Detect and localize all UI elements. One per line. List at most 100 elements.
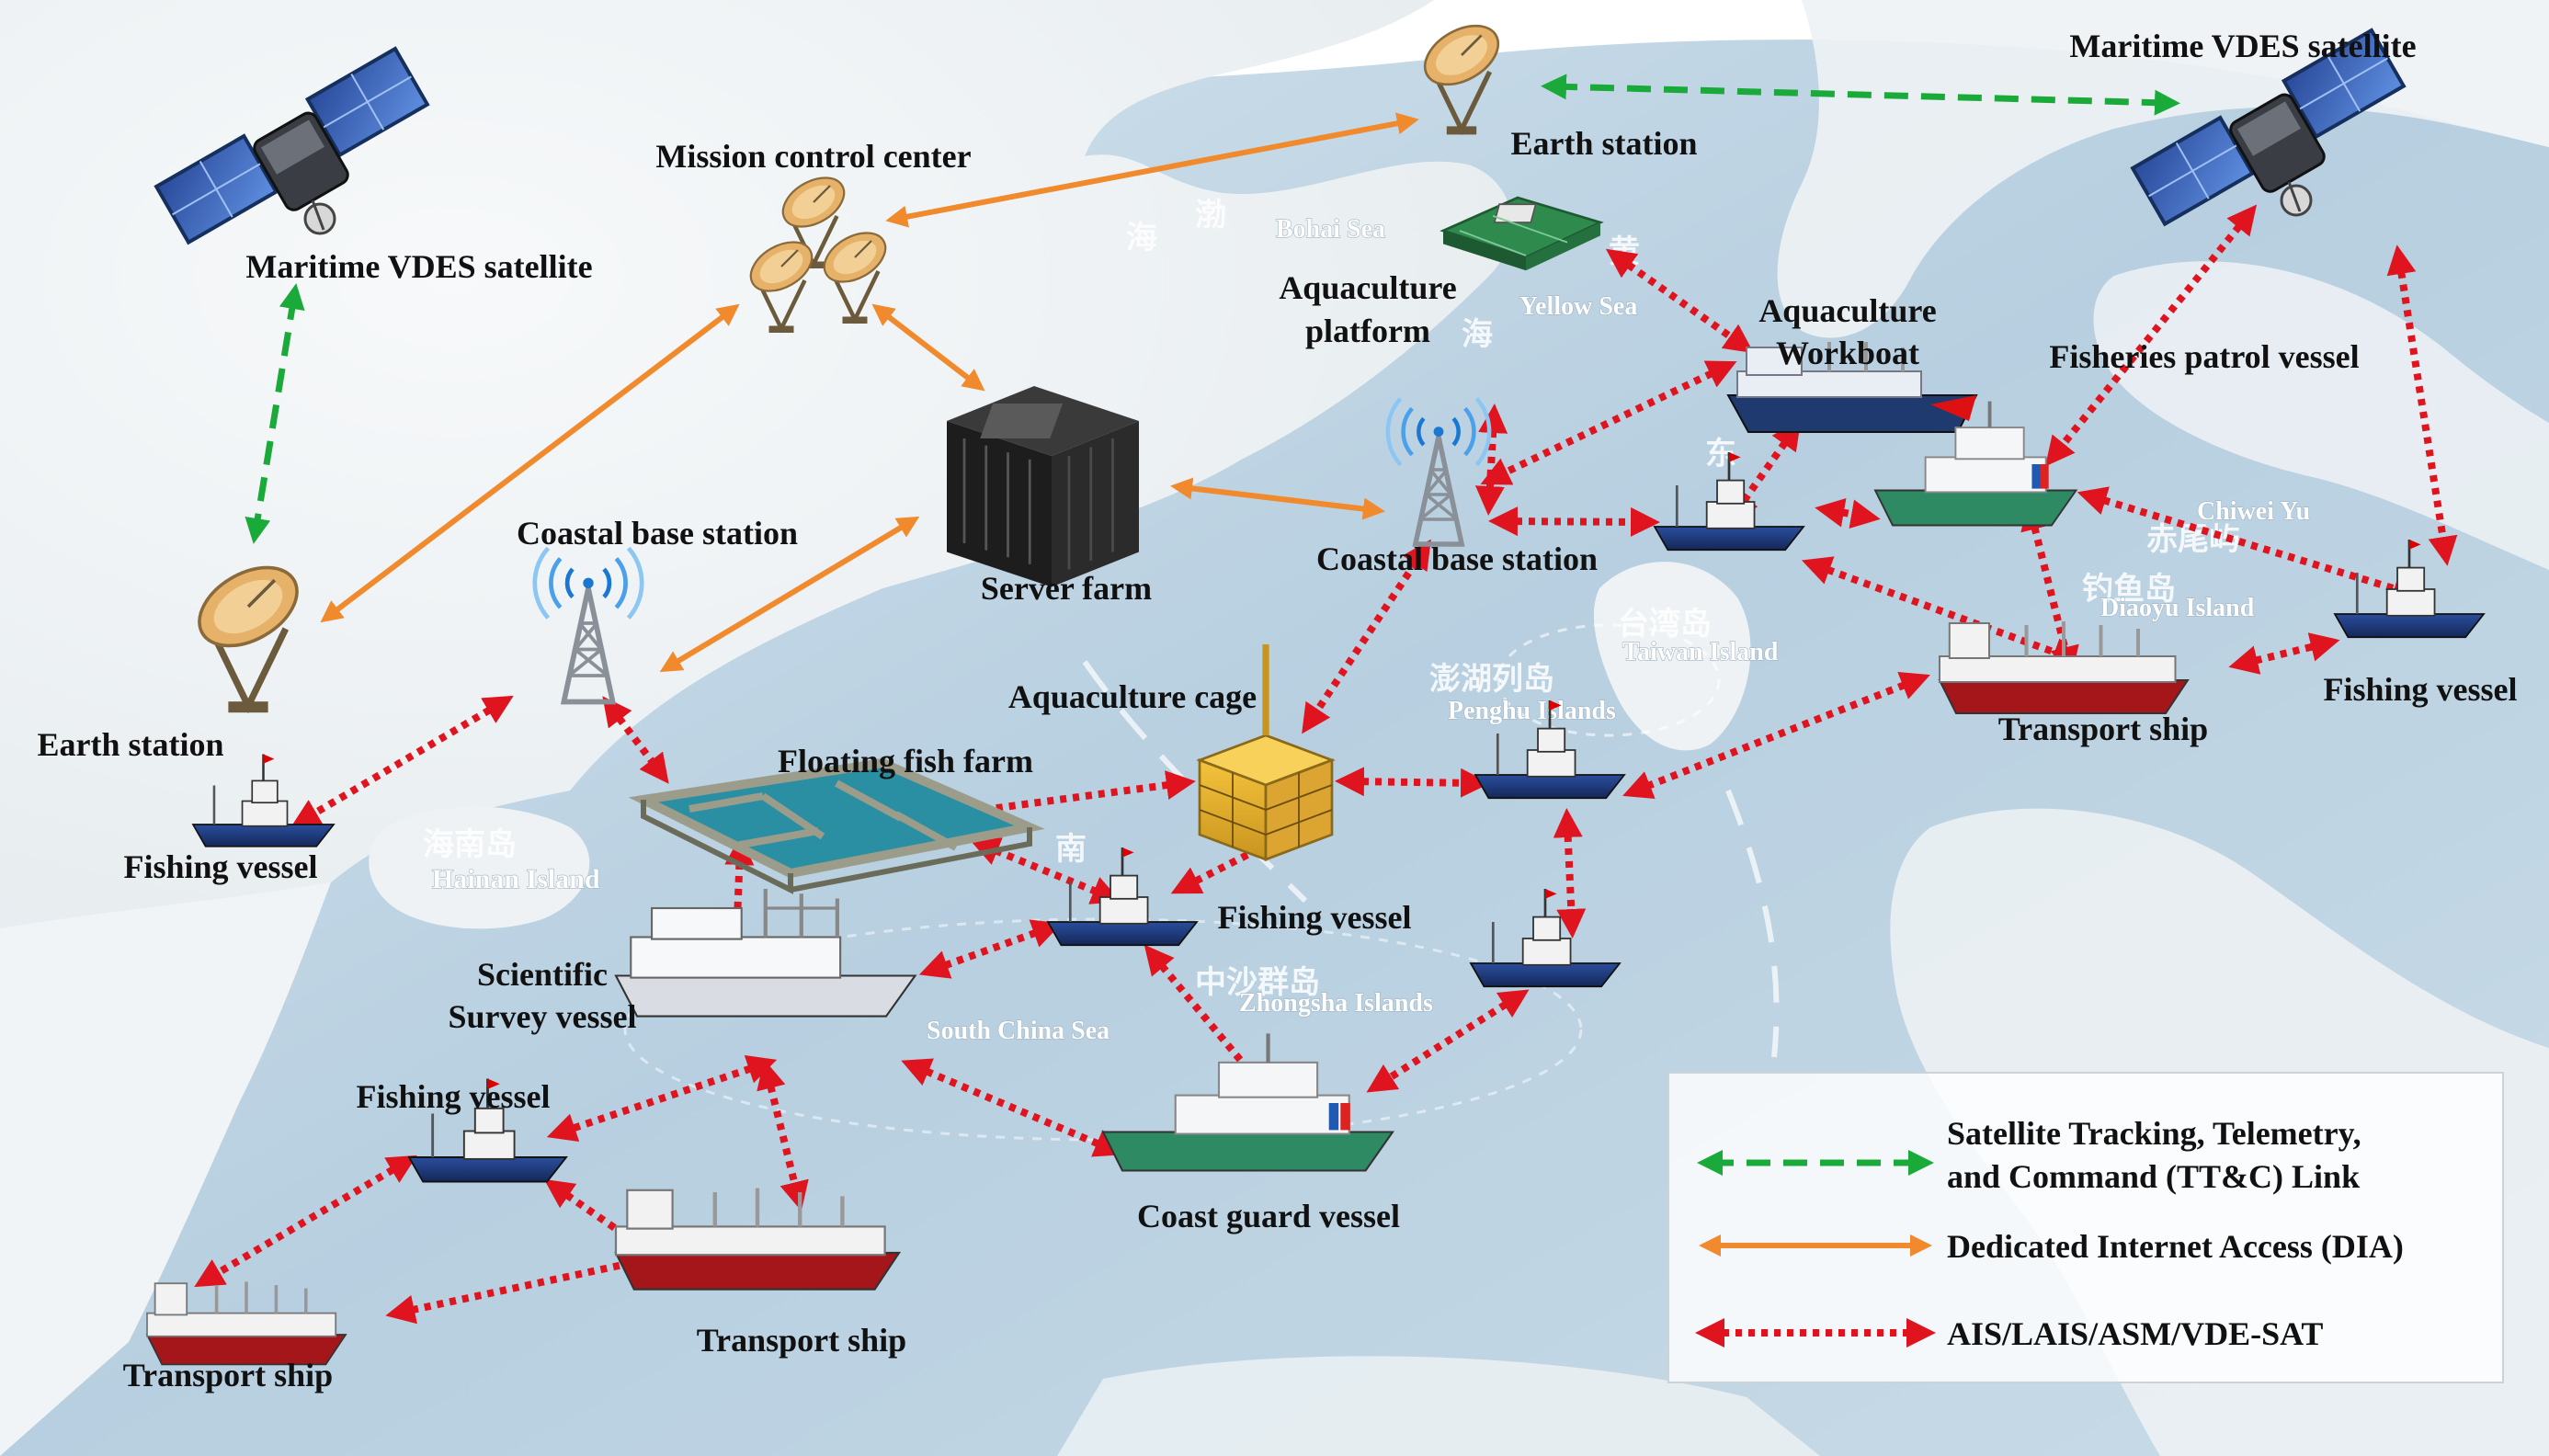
hainan-cn: 海南岛 [423, 826, 517, 863]
satellite-left-icon [154, 46, 430, 245]
yellow-cn-1: 黄 [1609, 233, 1640, 270]
floating-fish-farm-icon [628, 757, 1045, 894]
label-fishing-vessel-bottom: Fishing vessel [356, 1078, 550, 1115]
fishing-vessel-penghu-icon [1474, 700, 1626, 800]
coast-guard-icon [1101, 1033, 1395, 1172]
ais-28 [757, 1059, 809, 1211]
fishing-vessel-zhongsha-icon [1469, 888, 1622, 988]
ttc-link-left [245, 283, 305, 544]
ais-6 [1728, 419, 1802, 523]
legend-ttc-1: Satellite Tracking, Telemetry, [1947, 1115, 2361, 1152]
label-aquaculture-workboat-1: Aquaculture [1758, 292, 1936, 329]
ais-18 [1335, 767, 1490, 798]
label-transport-ship-bottom-center: Transport ship [697, 1322, 906, 1359]
penghu-cn: 澎湖列岛 [1429, 661, 1554, 698]
label-fishing-vessel-right: Fishing vessel [2323, 671, 2517, 708]
ais-27 [546, 1054, 778, 1143]
label-floating-fish-farm: Floating fish farm [778, 743, 1033, 779]
label-vdes-sat-right: Maritime VDES satellite [2069, 28, 2416, 64]
label-coastal-base-right: Coastal base station [1316, 540, 1598, 577]
transport-ship-bottom-center-icon [614, 1188, 902, 1291]
ais-25 [1366, 989, 1530, 1093]
label-server-farm: Server farm [981, 570, 1152, 607]
fishing-vessel-center-icon [1046, 847, 1199, 947]
legend: Satellite Tracking, Telemetry, and Comma… [1667, 1072, 2504, 1383]
fishing-vessel-left-icon [191, 754, 336, 847]
label-coastal-base-left: Coastal base station [517, 515, 798, 552]
ais-26 [901, 1058, 1124, 1157]
ais-8 [1815, 497, 1881, 529]
fishing-vessel-bottom-icon [407, 1078, 568, 1183]
label-fishing-vessel-left: Fishing vessel [123, 848, 317, 885]
south-china-sea-label: South China Sea [927, 1017, 1109, 1045]
earth-station-left-icon [198, 565, 299, 714]
fishing-vessel-right-icon [2333, 539, 2486, 639]
node-labels: Maritime VDES satellite Maritime VDES sa… [37, 28, 2517, 1393]
bohai-sea-label: Bohai Sea [1276, 215, 1385, 244]
aquaculture-cage-icon [1196, 643, 1336, 861]
label-mission-control: Mission control center [655, 138, 971, 175]
taiwan-cn: 台湾岛 [1618, 606, 1712, 643]
dia-mission-earthtop [885, 112, 1419, 228]
transport-ship-right-icon [1938, 621, 2190, 714]
ais-24 [1144, 944, 1269, 1095]
ais-16 [1302, 539, 1431, 734]
icons-layer [145, 24, 2486, 1366]
dia-mission-server [871, 303, 985, 392]
label-fishing-vessel-center: Fishing vessel [1217, 899, 1411, 936]
ais-11 [2077, 486, 2423, 603]
south-cn: 南 [1055, 831, 1087, 868]
dia-mission-earthleft [320, 303, 740, 623]
label-transport-ship-bottom-left: Transport ship [123, 1357, 333, 1393]
mission-dish-1-icon [781, 176, 846, 269]
ais-5 [1480, 360, 1737, 485]
ais-7 [1488, 506, 1660, 537]
label-coast-guard: Coast guard vessel [1137, 1198, 1400, 1234]
label-aquaculture-workboat-2: Workboat [1776, 335, 1919, 371]
ttc-link-top [1541, 74, 2180, 116]
ais-14 [2228, 632, 2340, 675]
label-vdes-sat-left: Maritime VDES satellite [245, 248, 592, 285]
yellow-sea-label: Yellow Sea [1519, 292, 1637, 321]
coastal-tower-right-icon [1385, 397, 1492, 547]
dia-server-coastleft [659, 516, 920, 673]
satellite-right-icon [2130, 28, 2407, 227]
scientific-survey-icon [614, 889, 917, 1018]
ais-2 [602, 696, 669, 784]
label-aquaculture-cage: Aquaculture cage [1008, 678, 1257, 715]
diaoyu-island-label: Diaoyu Island [2100, 594, 2255, 622]
aquaculture-platform-icon [1440, 196, 1604, 271]
fishing-vessel-taiwan-icon [1653, 451, 1805, 552]
ais-10 [2386, 245, 2458, 566]
earth-station-top-icon [1423, 24, 1500, 136]
legend-dia: Dedicated Internet Access (DIA) [1947, 1228, 2404, 1265]
label-scientific-survey-2: Survey vessel [449, 998, 637, 1035]
mission-dish-2-icon [749, 241, 814, 334]
dia-server-coastright [1170, 477, 1385, 520]
bohai-cn-2: 海 [1126, 220, 1157, 256]
server-farm-icon [947, 386, 1139, 587]
transport-ship-bottom-left-icon [145, 1281, 347, 1366]
label-scientific-survey-1: Scientific [477, 956, 608, 993]
ais-20 [1553, 808, 1587, 938]
legend-ttc-2: and Command (TT&C) Link [1947, 1158, 2360, 1195]
label-earth-station-left: Earth station [37, 726, 223, 763]
aquaculture-workboat-icon [1726, 342, 1978, 433]
bohai-cn-1: 渤 [1195, 197, 1226, 233]
yellow-cn-2: 海 [1462, 316, 1493, 353]
fisheries-patrol-icon [1873, 401, 2078, 527]
label-aquaculture-platform-2: platform [1305, 313, 1430, 349]
penghu-islands-label: Penghu Islands [1448, 697, 1616, 725]
taiwan-island-label: Taiwan Island [1622, 638, 1779, 666]
label-fisheries-patrol: Fisheries patrol vessel [2049, 338, 2359, 375]
zhongsha-islands-label: Zhongsha Islands [1239, 989, 1433, 1018]
hainan-island-label: Hainan Island [432, 864, 600, 894]
ais-31 [385, 1246, 672, 1325]
mission-dish-3-icon [823, 232, 887, 324]
label-earth-station-top: Earth station [1510, 125, 1697, 162]
label-aquaculture-platform-1: Aquaculture [1279, 269, 1456, 306]
coastal-tower-left-icon [532, 546, 644, 705]
label-transport-ship-right: Transport ship [1998, 711, 2208, 747]
